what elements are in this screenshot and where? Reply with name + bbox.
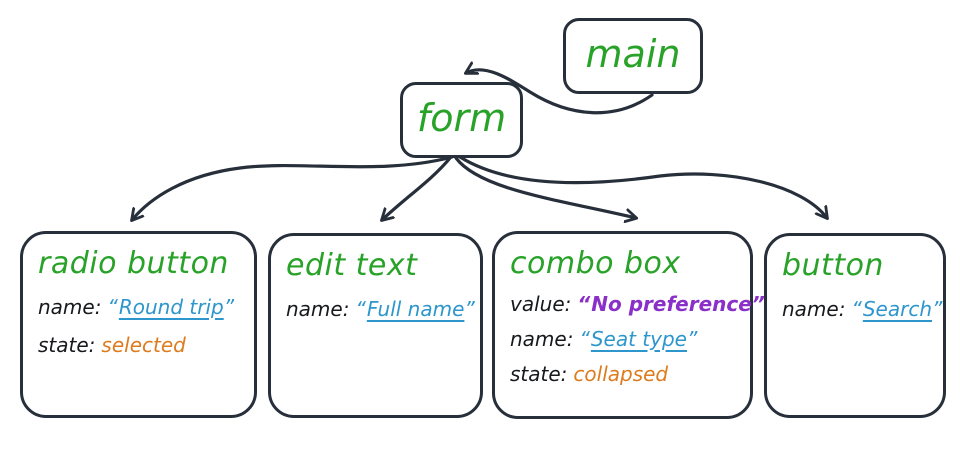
prop-key: value: [510, 291, 572, 316]
prop-key: state: [38, 332, 96, 357]
node-title: radio button [38, 246, 229, 281]
close-quote: ” [686, 326, 699, 351]
prop-key: name: [38, 294, 102, 319]
node-combo-box: combo box value:“No preference” name:“Se… [492, 231, 765, 419]
prop-name: name:“Search” [782, 296, 942, 321]
prop-key: name: [286, 296, 350, 321]
prop-key: name: [782, 296, 846, 321]
close-quote: ” [932, 296, 944, 321]
open-quote: “ [579, 326, 591, 351]
close-quote: ” [223, 294, 236, 319]
prop-value-name: Full name [366, 296, 465, 321]
edge-form-to-radio-button [132, 155, 454, 220]
open-quote: “ [577, 291, 592, 316]
prop-value-state: collapsed [573, 361, 669, 386]
prop-key: name: [510, 326, 574, 351]
edge-main-to-form [466, 70, 654, 115]
close-quote: ” [751, 291, 766, 316]
edge-form-to-edit-text [382, 156, 452, 220]
node-title: button [782, 248, 884, 283]
prop-state: state:collapsed [510, 362, 735, 386]
node-form-label: form [416, 96, 507, 140]
prop-value: value:“No preference” [510, 291, 765, 316]
node-main: main [563, 18, 703, 94]
prop-name: name:“Seat type” [510, 327, 735, 351]
prop-name: name:“Round trip” [38, 295, 239, 319]
prop-name: name:“Full name” [286, 296, 475, 321]
prop-state: state:selected [38, 333, 239, 357]
edge-form-to-combo-box [454, 156, 636, 218]
node-button: button name:“Search” [764, 233, 946, 418]
node-title: edit text [286, 248, 418, 283]
node-form: form [400, 82, 523, 158]
prop-value-state: selected [101, 332, 186, 357]
node-edit-text: edit text name:“Full name” [268, 233, 483, 418]
prop-value-name: Search [862, 296, 932, 321]
open-quote: “ [851, 296, 863, 321]
open-quote: “ [355, 296, 367, 321]
node-radio-button: radio button name:“Round trip” state:sel… [20, 231, 257, 418]
prop-value-name: Round trip [118, 294, 224, 319]
open-quote: “ [107, 294, 119, 319]
node-title: combo box [510, 246, 681, 281]
edge-form-to-button [458, 155, 827, 218]
close-quote: ” [464, 296, 476, 321]
prop-value-value: No preference [591, 291, 752, 316]
prop-value-name: Seat type [590, 326, 687, 351]
prop-key: state: [510, 361, 568, 386]
node-main-label: main [585, 32, 681, 76]
